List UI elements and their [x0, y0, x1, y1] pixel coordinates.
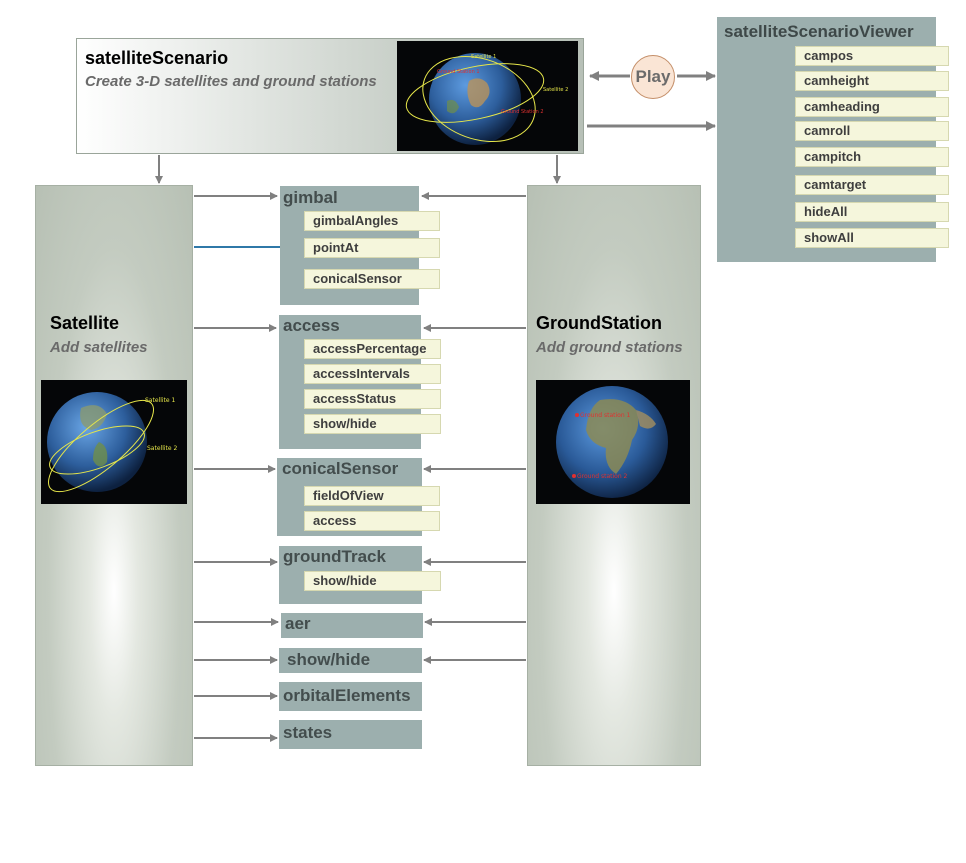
satellite-image-label-1: Satellite 1 — [145, 397, 175, 404]
viewer-item-hideall[interactable]: hideAll — [795, 202, 949, 222]
viewer-item-camheading[interactable]: camheading — [795, 97, 949, 117]
conicalsensor-title: conicalSensor — [282, 459, 399, 478]
access-item-accessintervals[interactable]: accessIntervals — [304, 364, 441, 384]
conicalsensor-item-access[interactable]: access — [304, 511, 440, 531]
satellite-panel: Satellite Add satellites Satellite 1 Sat… — [35, 185, 193, 766]
gimbal-item-gimbalangles[interactable]: gimbalAngles — [304, 211, 440, 231]
orbitalelements-box[interactable]: orbitalElements — [279, 682, 422, 711]
groundtrack-title: groundTrack — [283, 547, 386, 566]
access-item-showhide[interactable]: show/hide — [304, 414, 441, 434]
scenario-image-label-1: Satellite 1 — [471, 54, 496, 60]
groundstation-image-label-2: Ground station 2 — [577, 473, 628, 480]
viewer-item-camtarget[interactable]: camtarget — [795, 175, 949, 195]
scenario-title: satelliteScenario — [85, 48, 229, 68]
aer-box[interactable]: aer — [281, 613, 423, 638]
orbitalelements-title: orbitalElements — [283, 686, 411, 705]
scenario-globe-image: Satellite 1 Ground Station 1 Satellite 2… — [397, 41, 578, 151]
viewer-item-campitch[interactable]: campitch — [795, 147, 949, 167]
gimbal-item-conicalsensor[interactable]: conicalSensor — [304, 269, 440, 289]
groundstation-image-label-1: Ground station 1 — [580, 412, 631, 419]
gimbal-item-pointat[interactable]: pointAt — [304, 238, 440, 258]
access-item-accesspercentage[interactable]: accessPercentage — [304, 339, 441, 359]
satellite-globe-image: Satellite 1 Satellite 2 — [41, 380, 187, 504]
viewer-title: satelliteScenarioViewer — [724, 22, 914, 41]
groundtrack-item-showhide[interactable]: show/hide — [304, 571, 441, 591]
viewer-item-camroll[interactable]: camroll — [795, 121, 949, 141]
gimbal-title: gimbal — [283, 188, 338, 207]
scenario-viewer-panel: satelliteScenarioViewer campos camheight… — [717, 17, 949, 262]
states-box[interactable]: states — [279, 720, 422, 749]
satellite-subtitle: Add satellites — [50, 339, 148, 356]
conicalsensor-item-fieldofview[interactable]: fieldOfView — [304, 486, 440, 506]
groundstation-title: GroundStation — [536, 313, 662, 333]
groundstation-globe-image: Ground station 1 Ground station 2 — [536, 380, 690, 504]
access-item-accessstatus[interactable]: accessStatus — [304, 389, 441, 409]
showhide-title: show/hide — [287, 650, 371, 669]
access-title: access — [283, 316, 340, 335]
scenario-image-label-4: Ground Station 2 — [501, 109, 544, 115]
satellite-scenario-panel: satelliteScenario Create 3-D satellites … — [76, 38, 584, 154]
showhide-box[interactable]: show/hide — [279, 648, 422, 673]
scenario-subtitle: Create 3-D satellites and ground station… — [85, 73, 377, 90]
states-title: states — [283, 723, 333, 742]
viewer-item-showall[interactable]: showAll — [795, 228, 949, 248]
scenario-image-label-3: Satellite 2 — [543, 87, 568, 93]
groundstation-subtitle: Add ground stations — [536, 339, 683, 356]
viewer-item-campos[interactable]: campos — [795, 46, 949, 66]
scenario-image-label-2: Ground Station 1 — [437, 69, 480, 75]
satellite-image-label-2: Satellite 2 — [147, 445, 177, 452]
play-button[interactable]: Play — [631, 55, 675, 99]
aer-title: aer — [285, 614, 311, 633]
satellite-title: Satellite — [50, 313, 120, 333]
groundstation-panel: GroundStation Add ground stations Ground… — [527, 185, 701, 766]
viewer-item-camheight[interactable]: camheight — [795, 71, 949, 91]
